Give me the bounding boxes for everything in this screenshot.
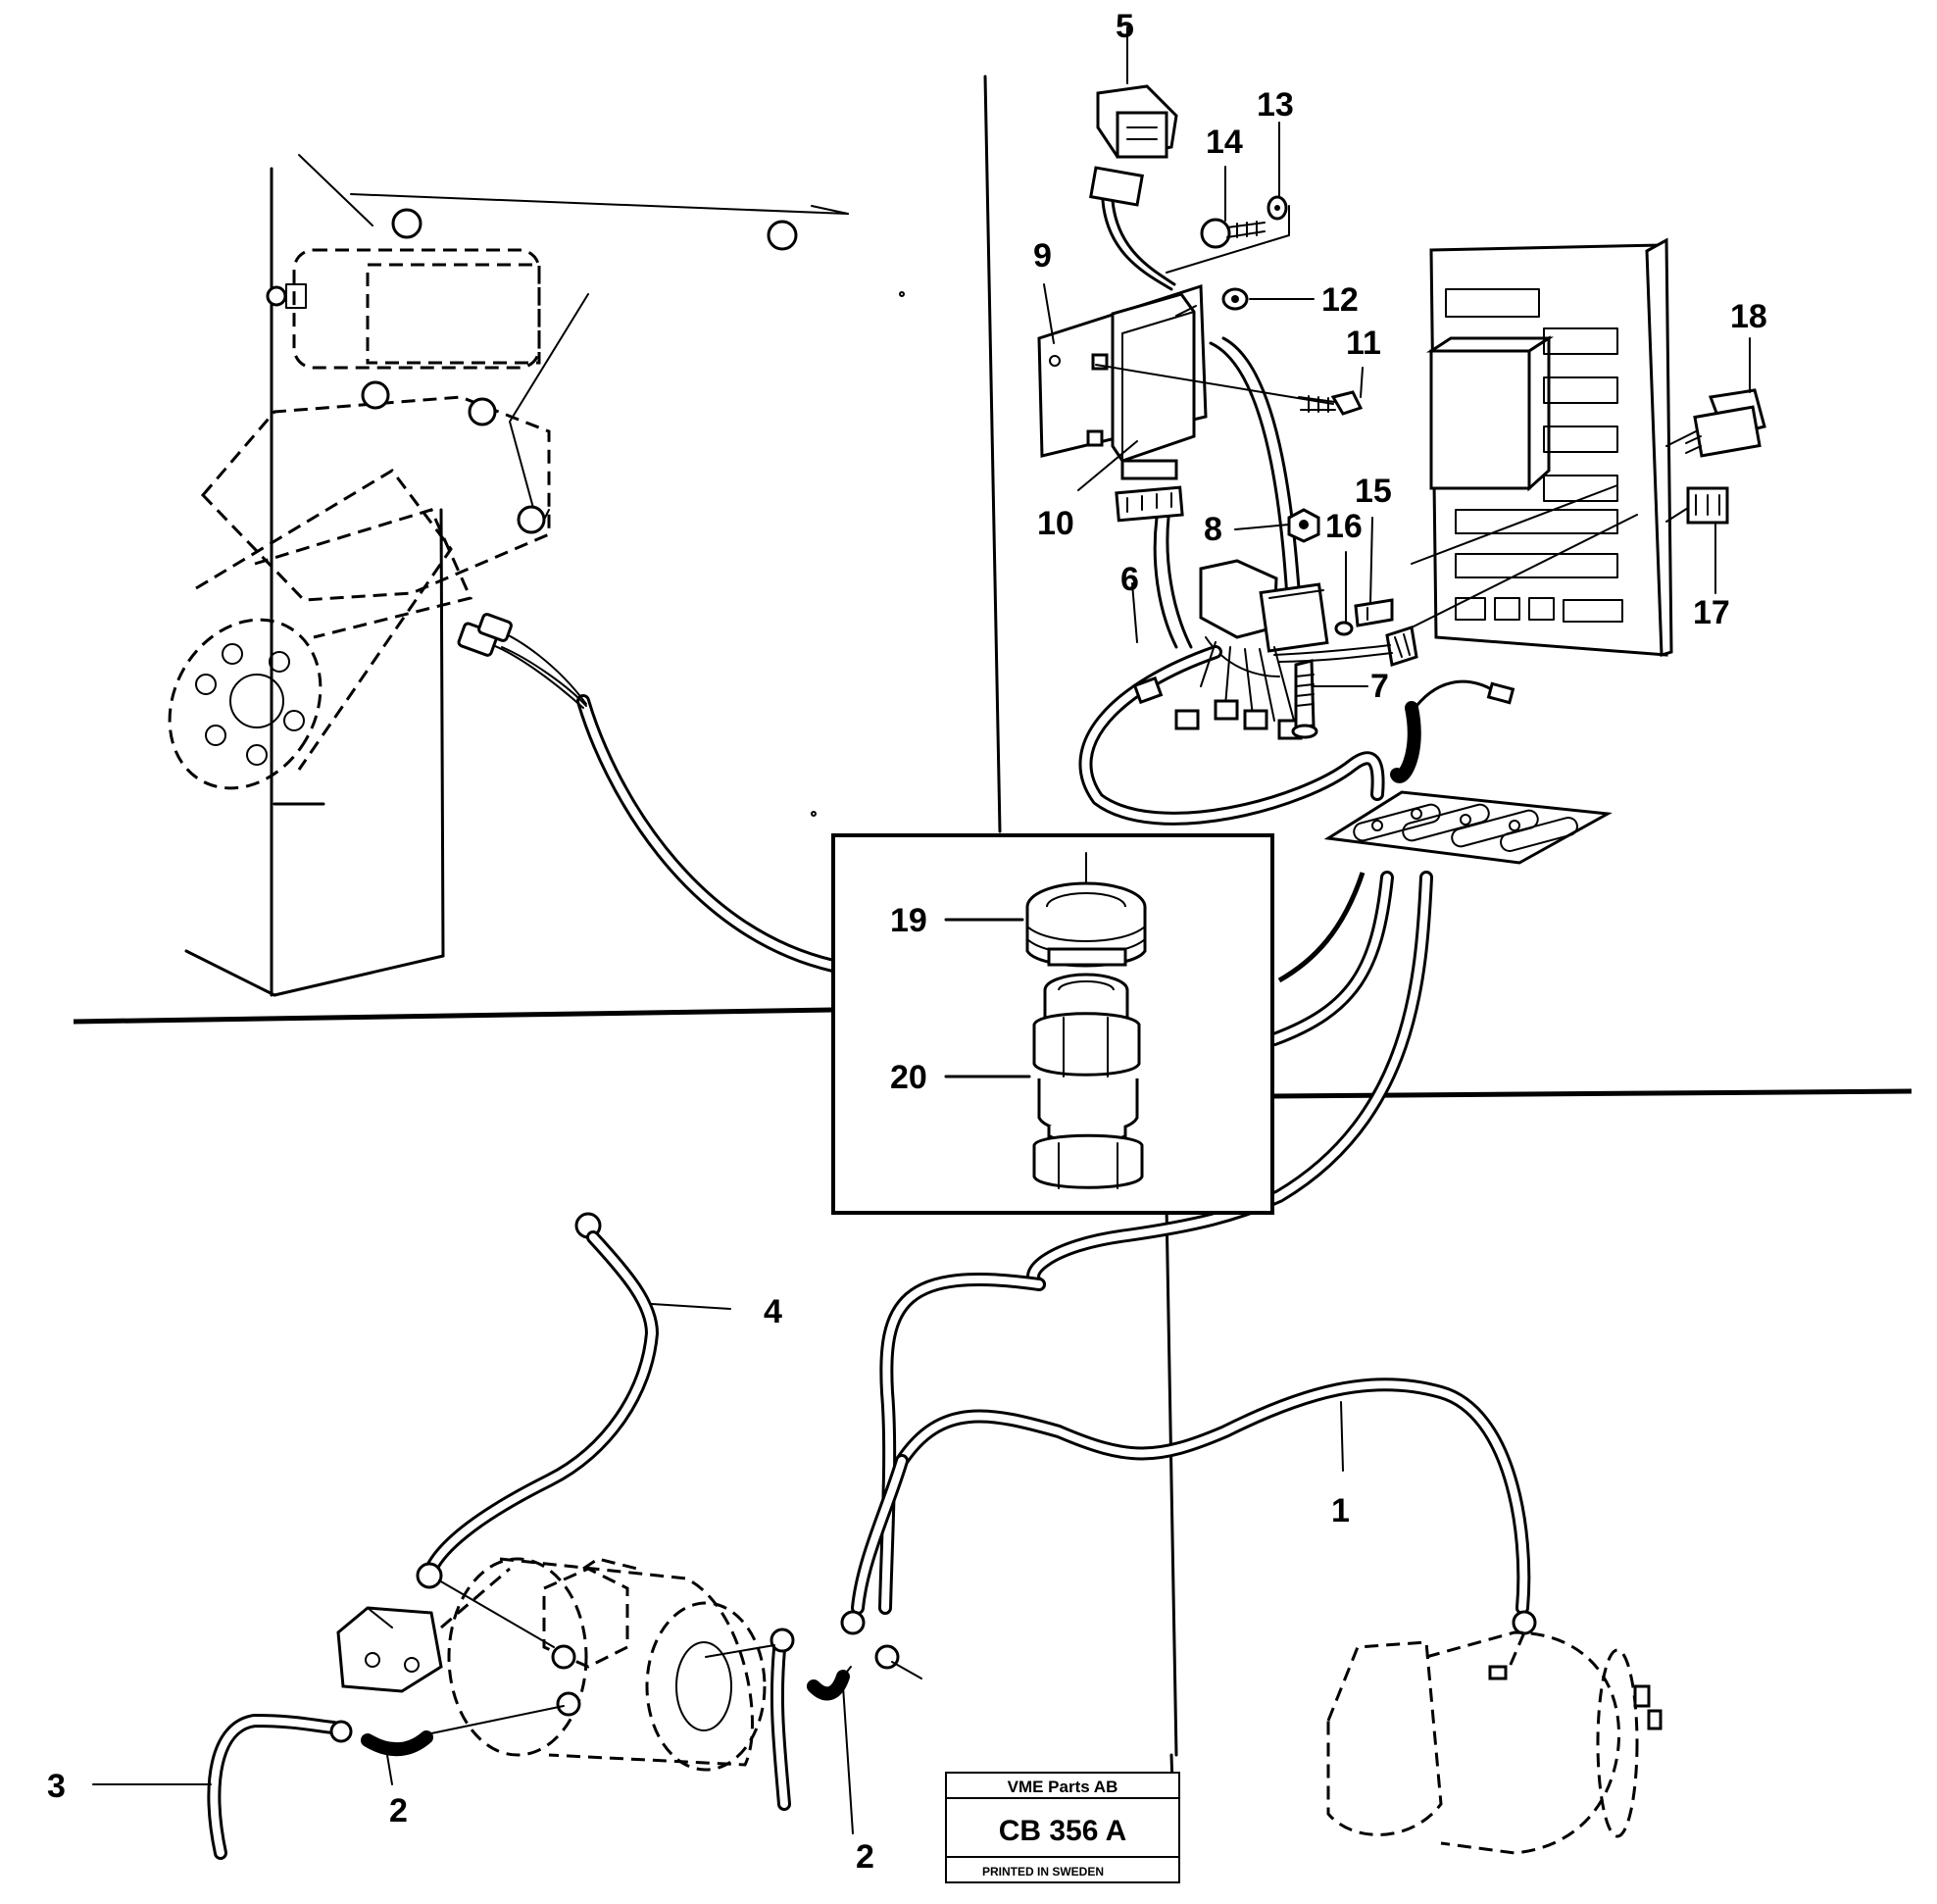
callout-8: 8 bbox=[1204, 511, 1222, 548]
callout-leaders bbox=[92, 26, 1751, 1834]
callout-6: 6 bbox=[1120, 561, 1139, 598]
title-block: VME Parts AB CB 356 A PRINTED IN SWEDEN bbox=[945, 1772, 1180, 1883]
callout-2-right: 2 bbox=[856, 1838, 874, 1876]
callout-1: 1 bbox=[1331, 1492, 1350, 1529]
callout-2-left: 2 bbox=[389, 1792, 408, 1829]
callout-14: 14 bbox=[1206, 124, 1243, 161]
upper-right-electrical-components bbox=[1037, 84, 1766, 865]
callout-17: 17 bbox=[1693, 594, 1730, 631]
lower-left-starter-motor bbox=[207, 1212, 852, 1860]
callout-3: 3 bbox=[47, 1768, 66, 1805]
callout-4: 4 bbox=[764, 1293, 782, 1330]
callout-12: 12 bbox=[1321, 281, 1359, 319]
callout-19: 19 bbox=[890, 902, 927, 939]
callout-5: 5 bbox=[1116, 8, 1134, 45]
callout-9: 9 bbox=[1033, 237, 1052, 275]
callout-15: 15 bbox=[1355, 473, 1392, 510]
inset-detail-box bbox=[831, 833, 1274, 1215]
lower-right-motor bbox=[1326, 1630, 1663, 1855]
callout-20: 20 bbox=[890, 1059, 927, 1096]
callout-18: 18 bbox=[1730, 298, 1767, 335]
callout-numbers: 1 2 2 3 4 5 6 7 8 9 10 11 12 13 14 15 16… bbox=[47, 8, 1767, 1876]
callout-10: 10 bbox=[1037, 505, 1074, 542]
callout-11: 11 bbox=[1346, 325, 1381, 362]
title-block-code: CB 356 A bbox=[999, 1815, 1127, 1847]
title-block-printed: PRINTED IN SWEDEN bbox=[982, 1865, 1104, 1879]
upper-left-motor-assembly bbox=[168, 154, 905, 997]
motor-cable bbox=[457, 613, 840, 973]
callout-16: 16 bbox=[1325, 508, 1363, 545]
callout-13: 13 bbox=[1257, 86, 1294, 124]
callout-7: 7 bbox=[1370, 668, 1389, 705]
title-block-company: VME Parts AB bbox=[1008, 1778, 1118, 1796]
